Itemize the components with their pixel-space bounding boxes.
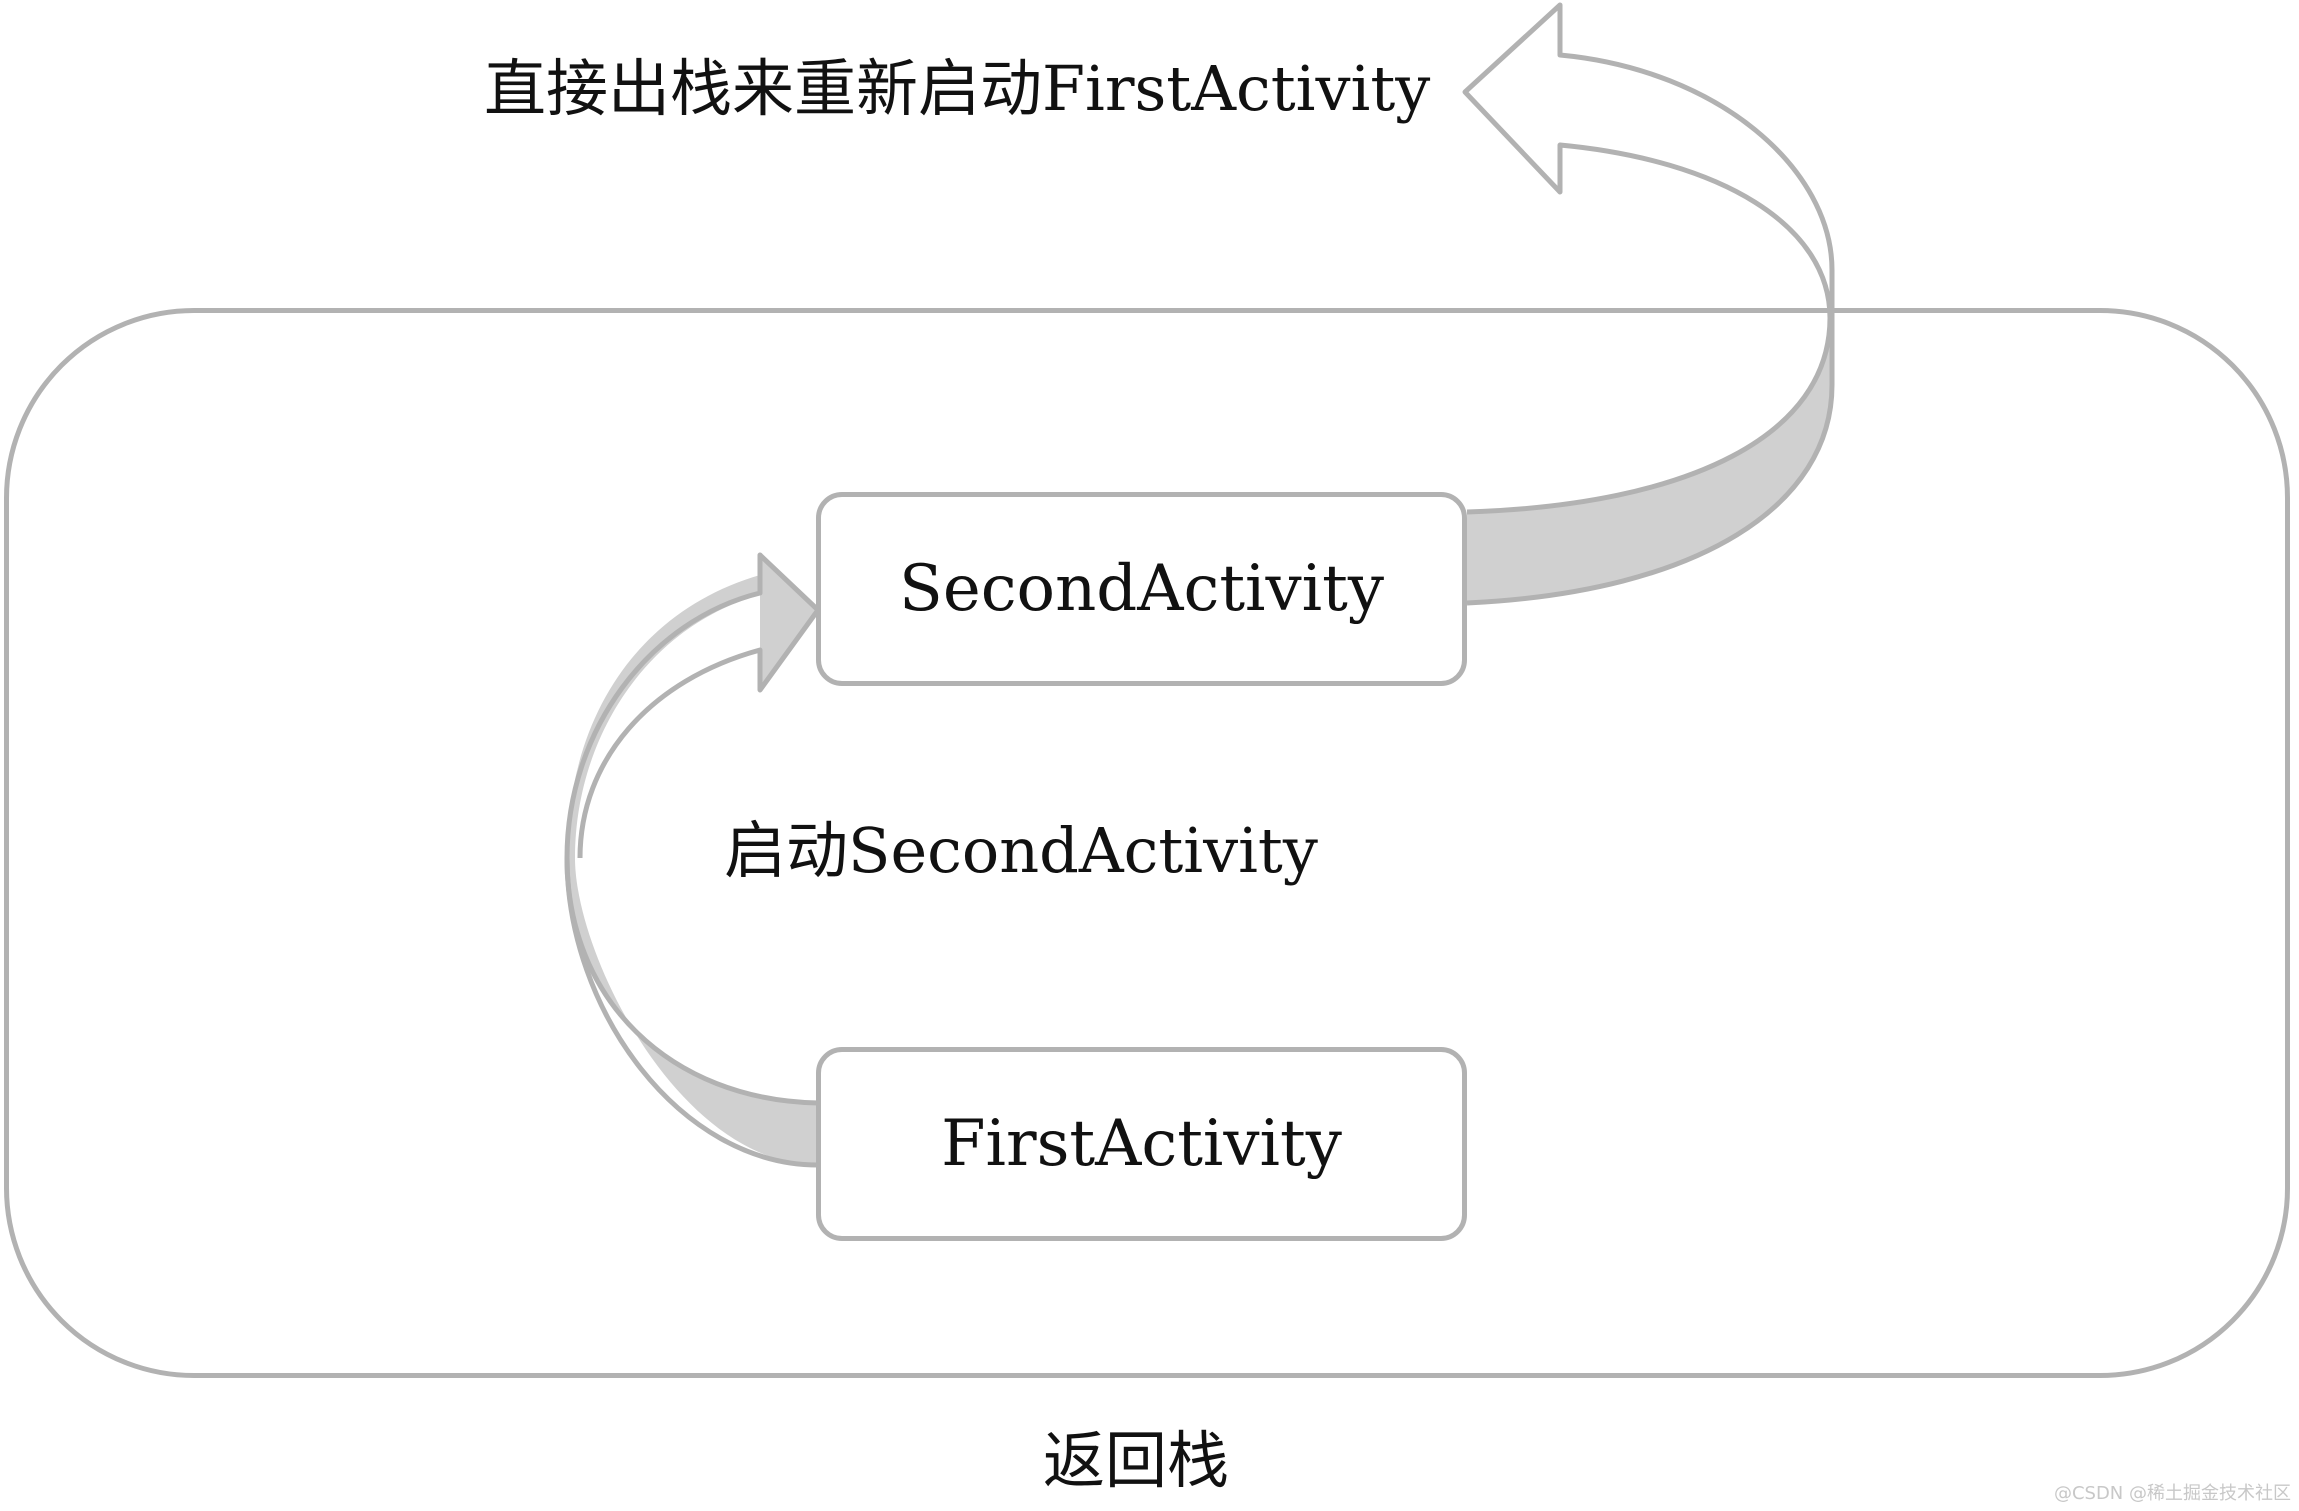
second-activity-node: SecondActivity (816, 492, 1467, 686)
first-activity-node: FirstActivity (816, 1047, 1467, 1241)
restart-first-arrow-shaded (1467, 318, 1830, 603)
restart-first-arrow-outline (1462, 2, 1835, 606)
start-second-arrow (564, 552, 821, 1168)
back-stack-title: 返回栈 (1043, 1424, 1230, 1497)
restart-first-caption: 直接出栈来重新启动FirstActivity (484, 52, 1431, 125)
start-second-arrow-outline-outer (564, 857, 819, 1168)
second-activity-label: SecondActivity (898, 552, 1385, 626)
start-second-arrow-outline-inner (564, 552, 821, 1106)
restart-first-arrow (1462, 2, 1835, 606)
back-stack-container (4, 308, 2290, 1378)
start-second-caption: 启动SecondActivity (724, 814, 1318, 887)
first-activity-label: FirstActivity (941, 1107, 1342, 1181)
watermark-text: @CSDN @稀土掘金技术社区 (2053, 1483, 2291, 1504)
